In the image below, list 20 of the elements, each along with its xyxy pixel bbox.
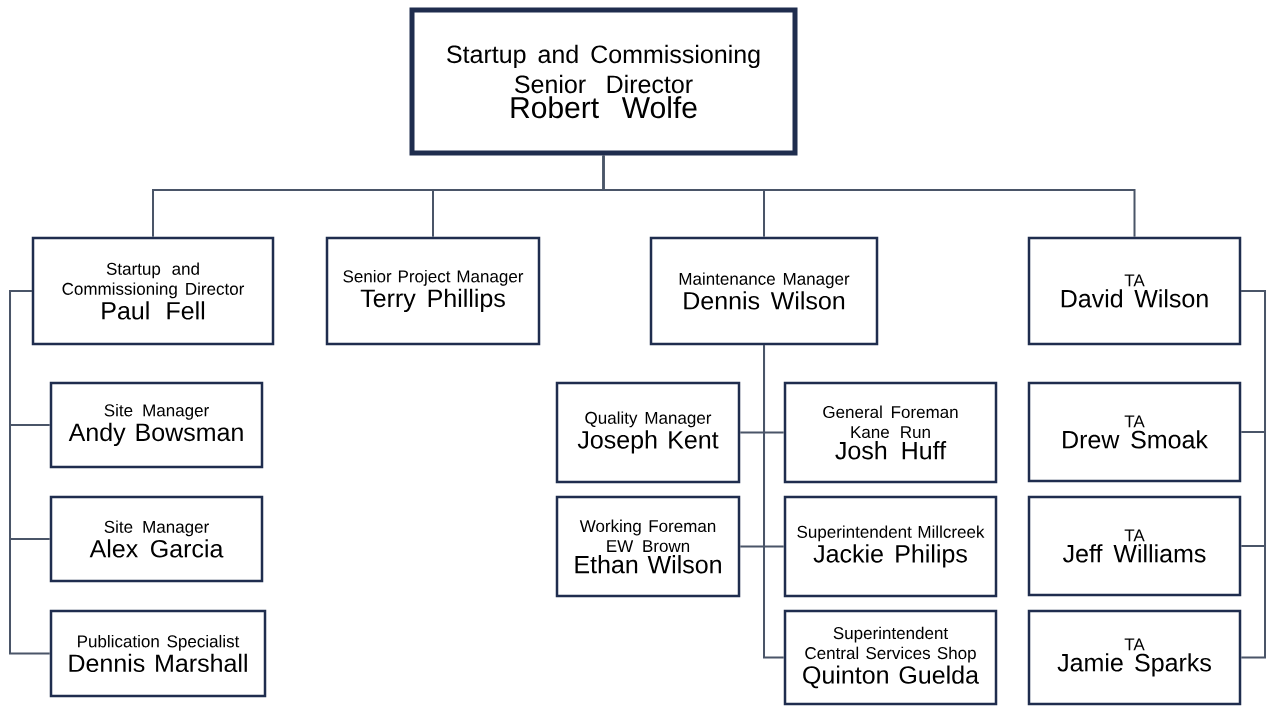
connector-line [763,344,785,659]
position-box: Startup and Commissioning Director Paul Fell [31,236,275,346]
position-box: Site Manager Alex Garcia [49,495,264,583]
position-box: Superintendent Millcreek Jackie Philips [783,495,998,598]
position-box: Startup and Commissioning Senior Director Robert Wolfe [409,7,798,156]
position-box: TA David Wilson [1027,236,1242,346]
position-box: Superintendent Central Services Shop Quinton Guelda [783,609,998,706]
position-box: General Foreman Kane Run Josh Huff [783,381,998,484]
position-box: Working Foreman EW Brown Ethan Wilson [555,495,741,598]
position-box: TA Jeff Williams [1027,495,1242,597]
connector-line [1240,290,1266,659]
connector-line [602,154,1136,238]
connector-line [9,290,51,655]
position-box: Maintenance Manager Dennis Wilson [649,236,879,346]
position-box: TA Jamie Sparks [1027,609,1242,706]
position-box: Publication Specialist Dennis Marshall [49,609,267,698]
position-box: Quality Manager Joseph Kent [555,381,741,484]
position-box: TA Drew Smoak [1027,381,1242,483]
position-box: Senior Project Manager Terry Phillips [325,236,541,346]
position-box: Site Manager Andy Bowsman [49,381,264,469]
